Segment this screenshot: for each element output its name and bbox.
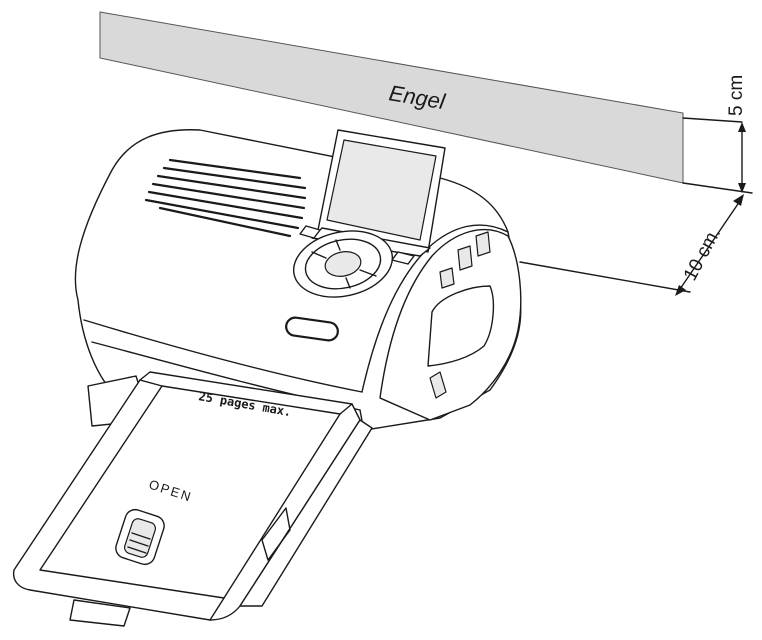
- control-pad: [292, 230, 394, 298]
- printer: [74, 129, 522, 433]
- tray-latch: [115, 508, 165, 566]
- front-button: [285, 316, 339, 342]
- side-gap-label: 10 cm.: [680, 224, 725, 284]
- side-gap-arrow: [677, 197, 743, 293]
- obstacle-panel: Engel: [99, 11, 684, 184]
- paper-tray: 25 pages max. OPEN: [12, 371, 373, 627]
- vent-grille: [144, 158, 307, 238]
- top-gap-label: 5 cm: [726, 75, 747, 116]
